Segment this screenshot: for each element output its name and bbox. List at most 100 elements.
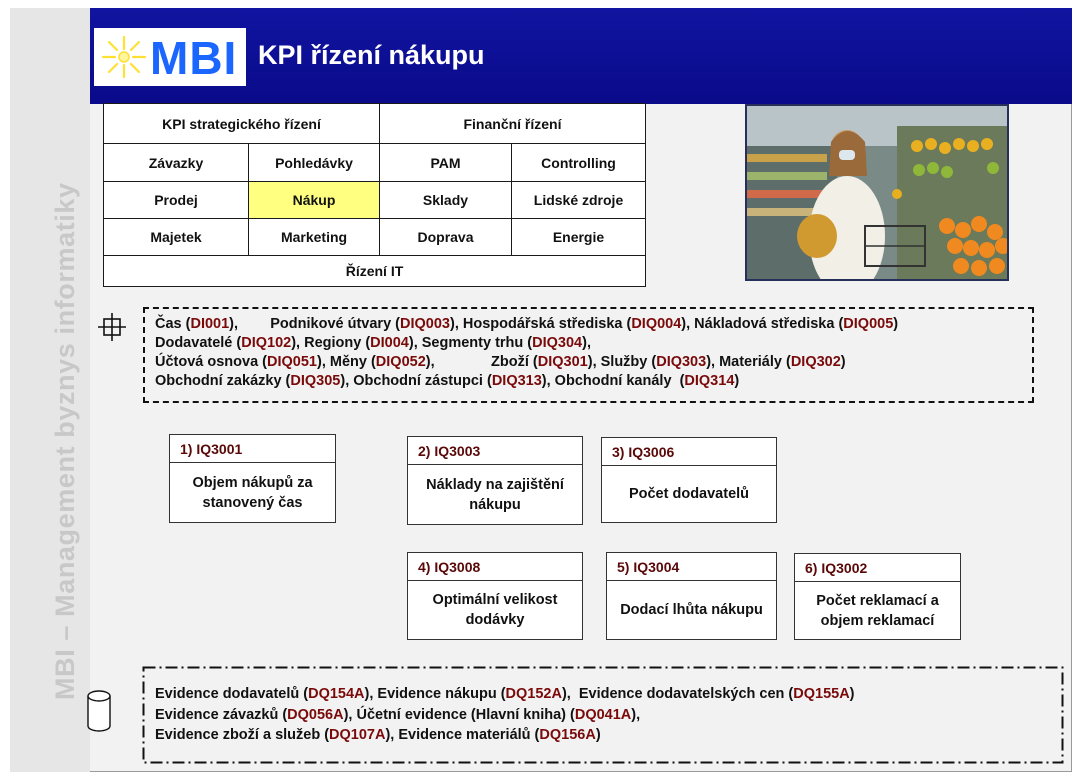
databases-code: DQ155A xyxy=(793,686,850,702)
databases-code: DQ107A xyxy=(329,727,386,743)
databases-label: ), xyxy=(631,706,641,723)
kpi-code: 3) IQ3006 xyxy=(602,438,776,466)
databases-code: DQ154A xyxy=(308,686,365,702)
menu-item-doprava[interactable]: Doprava xyxy=(379,218,512,256)
databases-code: DQ056A xyxy=(287,706,344,723)
databases-code: DQ152A xyxy=(505,686,562,702)
kpi-name: Dodací lhůta nákupu xyxy=(620,602,763,618)
menu-item-rizeni-it[interactable]: Řízení IT xyxy=(103,255,646,287)
page-title: KPI řízení nákupu xyxy=(258,40,485,70)
sidebar xyxy=(10,8,90,772)
databases-label: Evidence závazků ( xyxy=(155,706,288,723)
kpi-name: Objem nákupů za stanovený čas xyxy=(192,474,313,511)
dimensions-label: ), Měny ( xyxy=(316,354,376,370)
kpi-box-iq3003[interactable]: 2) IQ3003 Náklady na zajištění nákupu xyxy=(407,436,583,525)
menu-item-majetek[interactable]: Majetek xyxy=(103,218,249,256)
header-bar xyxy=(90,8,1072,104)
dimensions-label: ), Podnikové útvary ( xyxy=(229,316,400,332)
dimensions-code: DIQ314 xyxy=(684,373,735,389)
dimensions-line: Obchodní zakázky (DIQ305), Obchodní zást… xyxy=(155,372,898,391)
menu-item-sklady[interactable]: Sklady xyxy=(379,181,512,219)
dimensions-text: Čas (DI001), Podnikové útvary (DIQ003), … xyxy=(155,315,898,391)
databases-line: Evidence zboží a služeb (DQ107A), Eviden… xyxy=(155,725,855,746)
databases-label: ), Evidence nákupu ( xyxy=(364,686,506,702)
dimensions-label: ), Zboží ( xyxy=(425,354,538,370)
databases-label: Evidence zboží a služeb ( xyxy=(155,727,330,743)
kpi-box-iq3006[interactable]: 3) IQ3006 Počet dodavatelů xyxy=(601,437,777,523)
databases-label: ), Evidence dodavatelských cen ( xyxy=(561,686,794,702)
menu-item-energie[interactable]: Energie xyxy=(511,218,646,256)
databases-label: ), Účetní evidence (Hlavní kniha) ( xyxy=(343,706,575,723)
kpi-name: Optimální velikost dodávky xyxy=(432,592,558,628)
kpi-name: Počet reklamací a objem reklamací xyxy=(816,592,939,629)
dimensions-box xyxy=(143,307,1034,403)
dimensions-label: ), Obchodní kanály ( xyxy=(541,373,685,389)
dimensions-label: ) xyxy=(734,373,740,389)
dimensions-code: DIQ003 xyxy=(400,316,450,332)
dimensions-code: DIQ313 xyxy=(491,373,542,389)
kpi-code: 5) IQ3004 xyxy=(607,553,776,581)
dimensions-label: ), xyxy=(582,335,591,351)
kpi-code: 4) IQ3008 xyxy=(408,553,582,581)
databases-label: ), Evidence materiálů ( xyxy=(385,727,540,743)
sun-logo-icon xyxy=(101,35,147,79)
kpi-code: 1) IQ3001 xyxy=(170,435,335,463)
dimensions-label: ) xyxy=(840,354,846,370)
dimensions-label: ), Služby ( xyxy=(587,354,657,370)
dimensions-code: DIQ304 xyxy=(532,335,583,351)
menu-item-nakup[interactable]: Nákup xyxy=(248,181,380,219)
menu-item-pam[interactable]: PAM xyxy=(379,143,512,182)
menu-item-prodej[interactable]: Prodej xyxy=(103,181,249,219)
databases-label: Evidence dodavatelů ( xyxy=(155,686,309,702)
dimensions-code: DIQ305 xyxy=(290,373,341,389)
kpi-name: Počet dodavatelů xyxy=(628,486,750,502)
kpi-box-iq3002[interactable]: 6) IQ3002 Počet reklamací a objem reklam… xyxy=(794,553,961,640)
dimensions-code: DIQ004 xyxy=(631,316,682,332)
dimensions-line: Dodavatelé (DIQ102), Regiony (DI004), Se… xyxy=(155,334,898,353)
menu-item-lidske-zdroje[interactable]: Lidské zdroje xyxy=(511,181,646,219)
menu-item-controlling[interactable]: Controlling xyxy=(511,143,646,182)
menu-item-pohledavky[interactable]: Pohledávky xyxy=(248,143,380,182)
dimensions-line: Čas (DI001), Podnikové útvary (DIQ003), … xyxy=(155,315,898,334)
dimensions-code: DIQ303 xyxy=(656,354,707,370)
databases-line: Evidence závazků (DQ056A), Účetní eviden… xyxy=(155,705,855,726)
databases-code: DQ041A xyxy=(574,706,632,723)
kpi-box-iq3008[interactable]: 4) IQ3008 Optimální velikost dodávky xyxy=(407,552,583,640)
sidebar-title: MBI – Management byznys informatiky xyxy=(50,182,80,700)
dimensions-label: ), Hospodářská střediska ( xyxy=(449,316,632,332)
shopping-photo xyxy=(745,104,1009,281)
logo-text: MBI xyxy=(150,32,238,84)
dimensions-line: Účtová osnova (DIQ051), Měny (DIQ052), Z… xyxy=(155,353,898,372)
kpi-code: 6) IQ3002 xyxy=(795,554,960,582)
dimensions-label: ), Nákladová střediska ( xyxy=(681,316,844,332)
kpi-box-iq3004[interactable]: 5) IQ3004 Dodací lhůta nákupu xyxy=(606,552,777,640)
databases-box xyxy=(142,666,1064,764)
dimensions-label: ), Regiony ( xyxy=(291,335,371,351)
databases-text: Evidence dodavatelů (DQ154A), Evidence n… xyxy=(155,684,855,746)
kpi-box-iq3001[interactable]: 1) IQ3001 Objem nákupů za stanovený čas xyxy=(169,434,336,523)
dimension-cube-icon xyxy=(98,313,126,341)
dimensions-code: DI001 xyxy=(190,316,230,332)
dimensions-label: ) xyxy=(893,316,899,332)
dimensions-code: DIQ051 xyxy=(267,354,317,370)
dimensions-code: DIQ102 xyxy=(241,335,292,351)
dimensions-code: DIQ301 xyxy=(537,354,588,370)
dimensions-code: DIQ005 xyxy=(843,316,894,332)
databases-code: DQ156A xyxy=(539,727,596,743)
dimensions-label: ), Materiály ( xyxy=(706,354,791,370)
databases-label: ) xyxy=(595,727,601,743)
menu-item-zavazky[interactable]: Závazky xyxy=(103,143,249,182)
kpi-name: Náklady na zajištění nákupu xyxy=(426,476,564,513)
menu-strategic[interactable]: KPI strategického řízení xyxy=(103,103,380,144)
menu-item-marketing[interactable]: Marketing xyxy=(248,218,380,256)
dimensions-label: ), Obchodní zástupci ( xyxy=(340,373,492,389)
dimensions-label: Účtová osnova ( xyxy=(155,354,267,370)
databases-line: Evidence dodavatelů (DQ154A), Evidence n… xyxy=(155,684,855,705)
menu-financial[interactable]: Finanční řízení xyxy=(379,103,646,144)
logo: MBI xyxy=(94,28,246,86)
dimensions-label: Čas ( xyxy=(155,316,191,332)
dimensions-code: DIQ302 xyxy=(790,354,841,370)
kpi-code: 2) IQ3003 xyxy=(408,437,582,465)
databases-label: ) xyxy=(849,686,855,702)
dimensions-code: DIQ052 xyxy=(375,354,426,370)
